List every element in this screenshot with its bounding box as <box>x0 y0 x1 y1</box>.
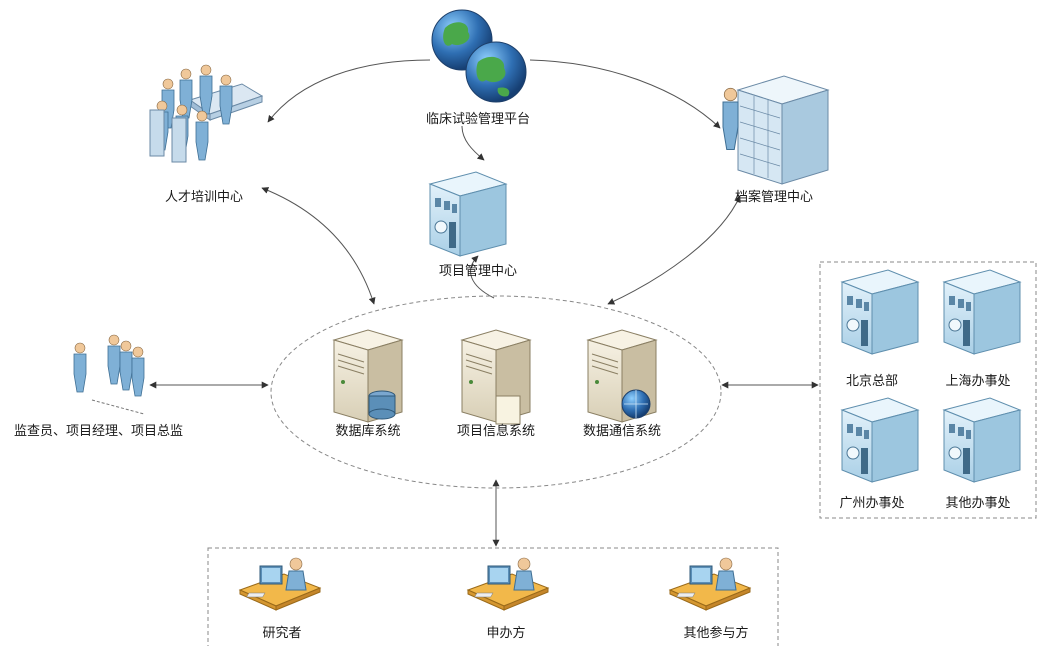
communication-server-icon <box>587 329 657 423</box>
connectors <box>149 59 819 547</box>
office-label-other: 其他办事处 <box>945 496 1011 511</box>
office-label-beijing: 北京总部 <box>845 374 899 389</box>
participant-label-other: 其他参与方 <box>683 626 749 641</box>
meeting-people-icon <box>149 64 264 163</box>
platform-label: 临床试验管理平台 <box>425 112 531 127</box>
office-building-icon <box>841 269 919 355</box>
core-systems-ellipse <box>270 295 722 489</box>
office-label-shanghai: 上海办事处 <box>945 374 1011 389</box>
project-center-label: 项目管理中心 <box>438 264 518 279</box>
arrow-project-core <box>470 255 495 299</box>
arrow-archive-core <box>607 195 741 305</box>
arrow-platform-archive <box>529 59 721 129</box>
archive-center-label: 档案管理中心 <box>734 190 814 205</box>
participants-frame <box>207 547 779 646</box>
talent-center-label: 人才培训中心 <box>164 190 244 205</box>
workstation-person-icon <box>669 557 751 611</box>
data-comm-system-label: 数据通信系统 <box>582 424 662 439</box>
office-building-icon <box>943 397 1021 483</box>
document-server-icon <box>461 329 531 425</box>
database-system-label: 数据库系统 <box>335 424 401 439</box>
arrow-talent-core <box>261 187 376 305</box>
people-group-icon <box>73 334 145 415</box>
office-building-icon <box>841 397 919 483</box>
building-icon <box>429 171 507 257</box>
archive-cabinet-icon <box>722 75 830 185</box>
participant-label-researcher: 研究者 <box>262 626 302 641</box>
workstation-person-icon <box>467 557 549 611</box>
office-building-icon <box>943 269 1021 355</box>
office-label-guangzhou: 广州办事处 <box>839 496 905 511</box>
participant-label-sponsor: 申办方 <box>486 626 526 641</box>
offices-frame <box>819 261 1037 519</box>
arrow-platform-talent <box>267 59 431 123</box>
staff-label: 监查员、项目经理、项目总监 <box>14 424 184 439</box>
globe-icon <box>431 9 527 103</box>
workstation-person-icon <box>239 557 321 611</box>
project-info-system-label: 项目信息系统 <box>456 424 536 439</box>
arrow-platform-project <box>461 125 485 161</box>
database-server-icon <box>333 329 403 423</box>
